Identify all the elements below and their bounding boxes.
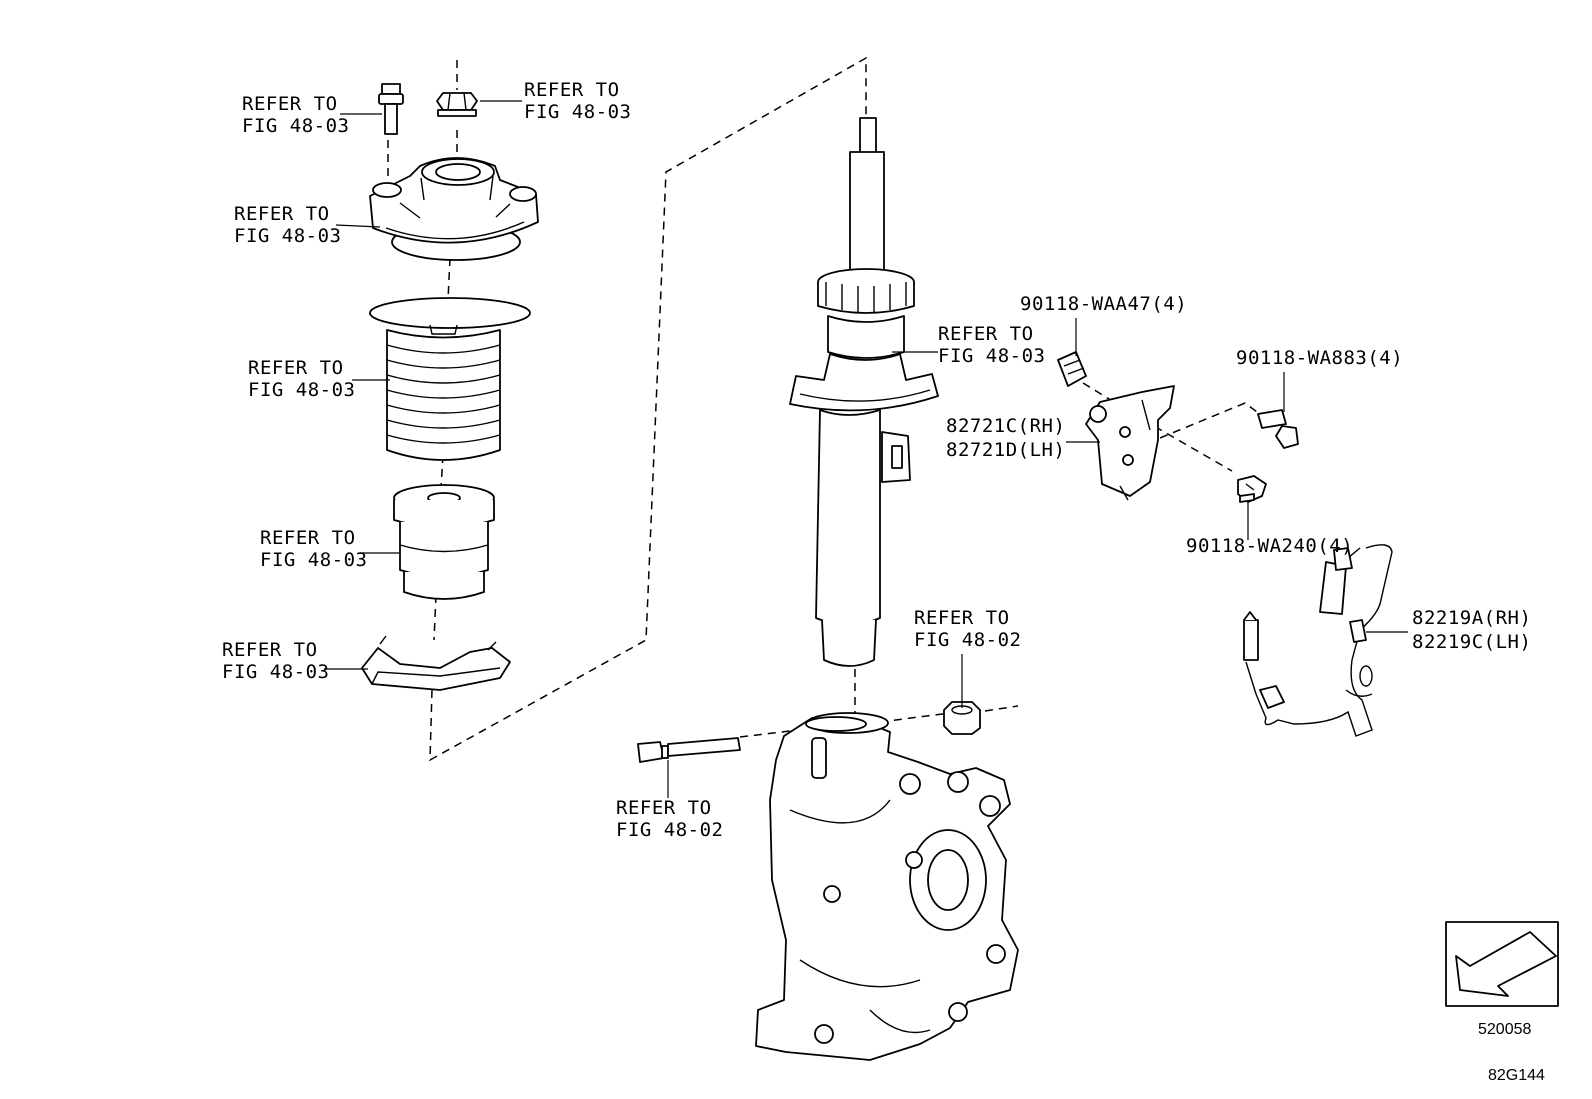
dust-boot (369, 297, 531, 461)
part-number-bolt-wa883: 90118-WA883(4) (1236, 347, 1403, 369)
front-direction-arrow-icon (1455, 931, 1557, 997)
bracket-bolt-wa883 (1257, 409, 1299, 449)
refer-label-upper-mount: REFER TO FIG 48-03 (234, 203, 341, 247)
shock-absorber (789, 117, 939, 667)
refer-label-shock-absorber: REFER TO FIG 48-03 (938, 323, 1045, 367)
refer-label-knuckle-bolt: REFER TO FIG 48-02 (616, 797, 723, 841)
refer-line1: REFER TO (234, 203, 330, 225)
refer-label-dust-boot: REFER TO FIG 48-03 (248, 357, 355, 401)
refer-line1: REFER TO (914, 607, 1010, 629)
part-number-bracket-rh: 82721C(RH) (946, 415, 1065, 437)
refer-label-insulator: REFER TO FIG 48-03 (222, 639, 329, 683)
upper-mount-nut (436, 92, 478, 117)
refer-label-top-bolt: REFER TO FIG 48-03 (242, 93, 349, 137)
knuckle-bolt (637, 737, 741, 763)
part-number-bolt-waa47: 90118-WAA47(4) (1020, 293, 1187, 315)
refer-line2: FIG 48-02 (616, 819, 723, 841)
lower-spring-insulator (361, 635, 511, 691)
part-number-bolt-wa240: 90118-WA240(4) (1186, 535, 1353, 557)
knuckle-nut (943, 701, 981, 735)
refer-line1: REFER TO (616, 797, 712, 819)
figure-code: 82G144 (1488, 1067, 1545, 1084)
refer-line2: FIG 48-03 (248, 379, 355, 401)
refer-line2: FIG 48-03 (524, 101, 631, 123)
orientation-inset: 520058 (1445, 921, 1559, 1038)
sensor-bracket (1085, 385, 1175, 501)
assembly-guide-lines (387, 56, 1266, 762)
inset-code: 520058 (1478, 1021, 1531, 1038)
refer-line2: FIG 48-03 (234, 225, 341, 247)
refer-line1: REFER TO (260, 527, 356, 549)
upper-support-mount (369, 157, 539, 261)
refer-line1: REFER TO (524, 79, 620, 101)
upper-mount-bolt (378, 83, 404, 135)
refer-line2: FIG 48-03 (242, 115, 349, 137)
part-number-sensor-rh: 82219A(RH) (1412, 607, 1531, 629)
part-number-bracket-lh: 82721D(LH) (946, 439, 1065, 461)
refer-line1: REFER TO (938, 323, 1034, 345)
refer-line2: FIG 48-02 (914, 629, 1021, 651)
refer-label-knuckle-nut: REFER TO FIG 48-02 (914, 607, 1021, 651)
refer-label-top-nut: REFER TO FIG 48-03 (524, 79, 631, 123)
refer-line1: REFER TO (222, 639, 318, 661)
part-number-sensor-lh: 82219C(LH) (1412, 631, 1531, 653)
refer-line1: REFER TO (242, 93, 338, 115)
speed-sensor (1243, 544, 1393, 737)
refer-line2: FIG 48-03 (222, 661, 329, 683)
refer-label-bump-stopper: REFER TO FIG 48-03 (260, 527, 367, 571)
steering-knuckle (755, 712, 1019, 1061)
bump-stopper (393, 484, 495, 600)
leader-lines (324, 100, 1408, 798)
refer-line1: REFER TO (248, 357, 344, 379)
bracket-bolt-waa47 (1057, 351, 1087, 387)
refer-line2: FIG 48-03 (938, 345, 1045, 367)
refer-line2: FIG 48-03 (260, 549, 367, 571)
bracket-bolt-wa240 (1237, 475, 1267, 503)
